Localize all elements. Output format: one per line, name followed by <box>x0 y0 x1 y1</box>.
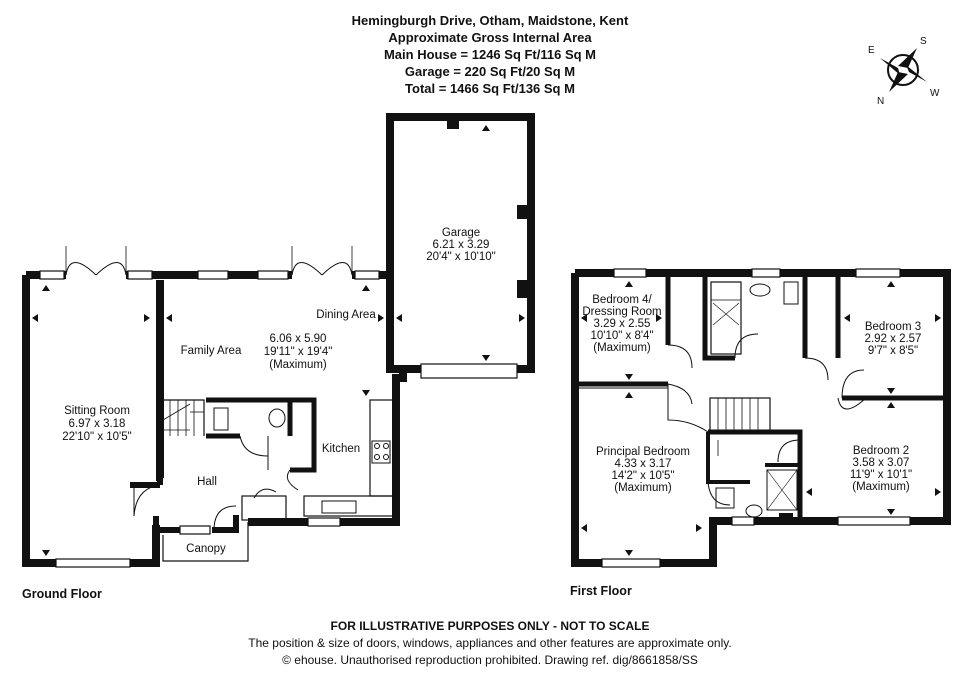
first-floor-plan <box>571 268 951 568</box>
family-dining-dimensions-line: 19'11" x 19'4" <box>264 346 333 358</box>
bedroom2-label-line: 3.58 x 3.07 <box>853 457 910 469</box>
bedroom4-label-line: Dressing Room <box>582 306 661 318</box>
first-floor-label: First Floor <box>570 584 632 598</box>
kitchen-label-line: Kitchen <box>322 443 360 455</box>
main-house-area: Main House = 1246 Sq Ft/116 Sq M <box>383 47 597 62</box>
garage-label-line: 6.21 x 3.29 <box>433 239 490 251</box>
ground-floor-label: Ground Floor <box>22 587 102 601</box>
sitting-room-label-line: 22'10" x 10'5" <box>62 431 131 443</box>
family-area-label-line: Family Area <box>181 345 242 357</box>
bedroom3-label-line: 9'7" x 8'5" <box>868 345 918 357</box>
area-title: Approximate Gross Internal Area <box>388 30 592 45</box>
kitchen-label: Kitchen <box>322 443 360 455</box>
family-dining-dimensions-line: (Maximum) <box>269 359 327 371</box>
principal-bedroom-label-line: (Maximum) <box>614 482 672 494</box>
hall-label: Hall <box>197 476 217 488</box>
compass-east-label: E <box>868 45 875 56</box>
bedroom4-label-line: 10'10" x 8'4" <box>590 330 653 342</box>
canopy-label-line: Canopy <box>186 543 226 555</box>
bedroom2-label-line: (Maximum) <box>852 481 910 493</box>
bedroom3-label-line: Bedroom 3 <box>865 321 921 333</box>
hall-label-line: Hall <box>197 476 217 488</box>
sitting-room-label-line: 6.97 x 3.18 <box>69 418 126 430</box>
compass-south-label: S <box>920 36 927 47</box>
compass-west-label: W <box>930 88 940 99</box>
principal-bedroom-label-line: Principal Bedroom <box>596 446 690 458</box>
canopy-outline <box>162 522 249 562</box>
copyright-note: © ehouse. Unauthorised reproduction proh… <box>282 653 698 667</box>
dining-area-label-line: Dining Area <box>316 309 376 321</box>
canopy-label: Canopy <box>186 543 226 555</box>
principal-bedroom-label-line: 4.33 x 3.17 <box>615 458 672 470</box>
bedroom3-label-line: 2.92 x 2.57 <box>865 333 922 345</box>
family-area-label: Family Area <box>181 345 242 357</box>
disclaimer: FOR ILLUSTRATIVE PURPOSES ONLY - NOT TO … <box>330 619 650 633</box>
compass-icon: E S N W <box>868 36 940 107</box>
compass-north-label: N <box>877 96 884 107</box>
bedroom4-label-line: Bedroom 4/ <box>592 294 652 306</box>
bedroom4-label-line: (Maximum) <box>593 342 651 354</box>
ground-floor-plan <box>22 113 535 568</box>
bedroom2-label-line: Bedroom 2 <box>853 445 909 457</box>
sitting-room-label-line: Sitting Room <box>64 405 130 417</box>
total-area: Total = 1466 Sq Ft/136 Sq M <box>405 81 575 96</box>
principal-bedroom-label-line: 14'2" x 10'5" <box>611 470 674 482</box>
bedroom4-label-line: 3.29 x 2.55 <box>594 318 651 330</box>
ground-floor-outer-walls <box>156 271 407 526</box>
garage-label-line: Garage <box>442 227 480 239</box>
family-dining-dimensions-line: 6.06 x 5.90 <box>270 333 327 345</box>
bedroom2-label-line: 11'9" x 10'1" <box>850 469 912 481</box>
address-title: Hemingburgh Drive, Otham, Maidstone, Ken… <box>351 13 629 28</box>
dining-area-label: Dining Area <box>316 309 376 321</box>
approximation-note: The position & size of doors, windows, a… <box>248 636 732 650</box>
garage-area: Garage = 220 Sq Ft/20 Sq M <box>404 64 576 79</box>
garage-label-line: 20'4" x 10'10" <box>426 251 495 263</box>
